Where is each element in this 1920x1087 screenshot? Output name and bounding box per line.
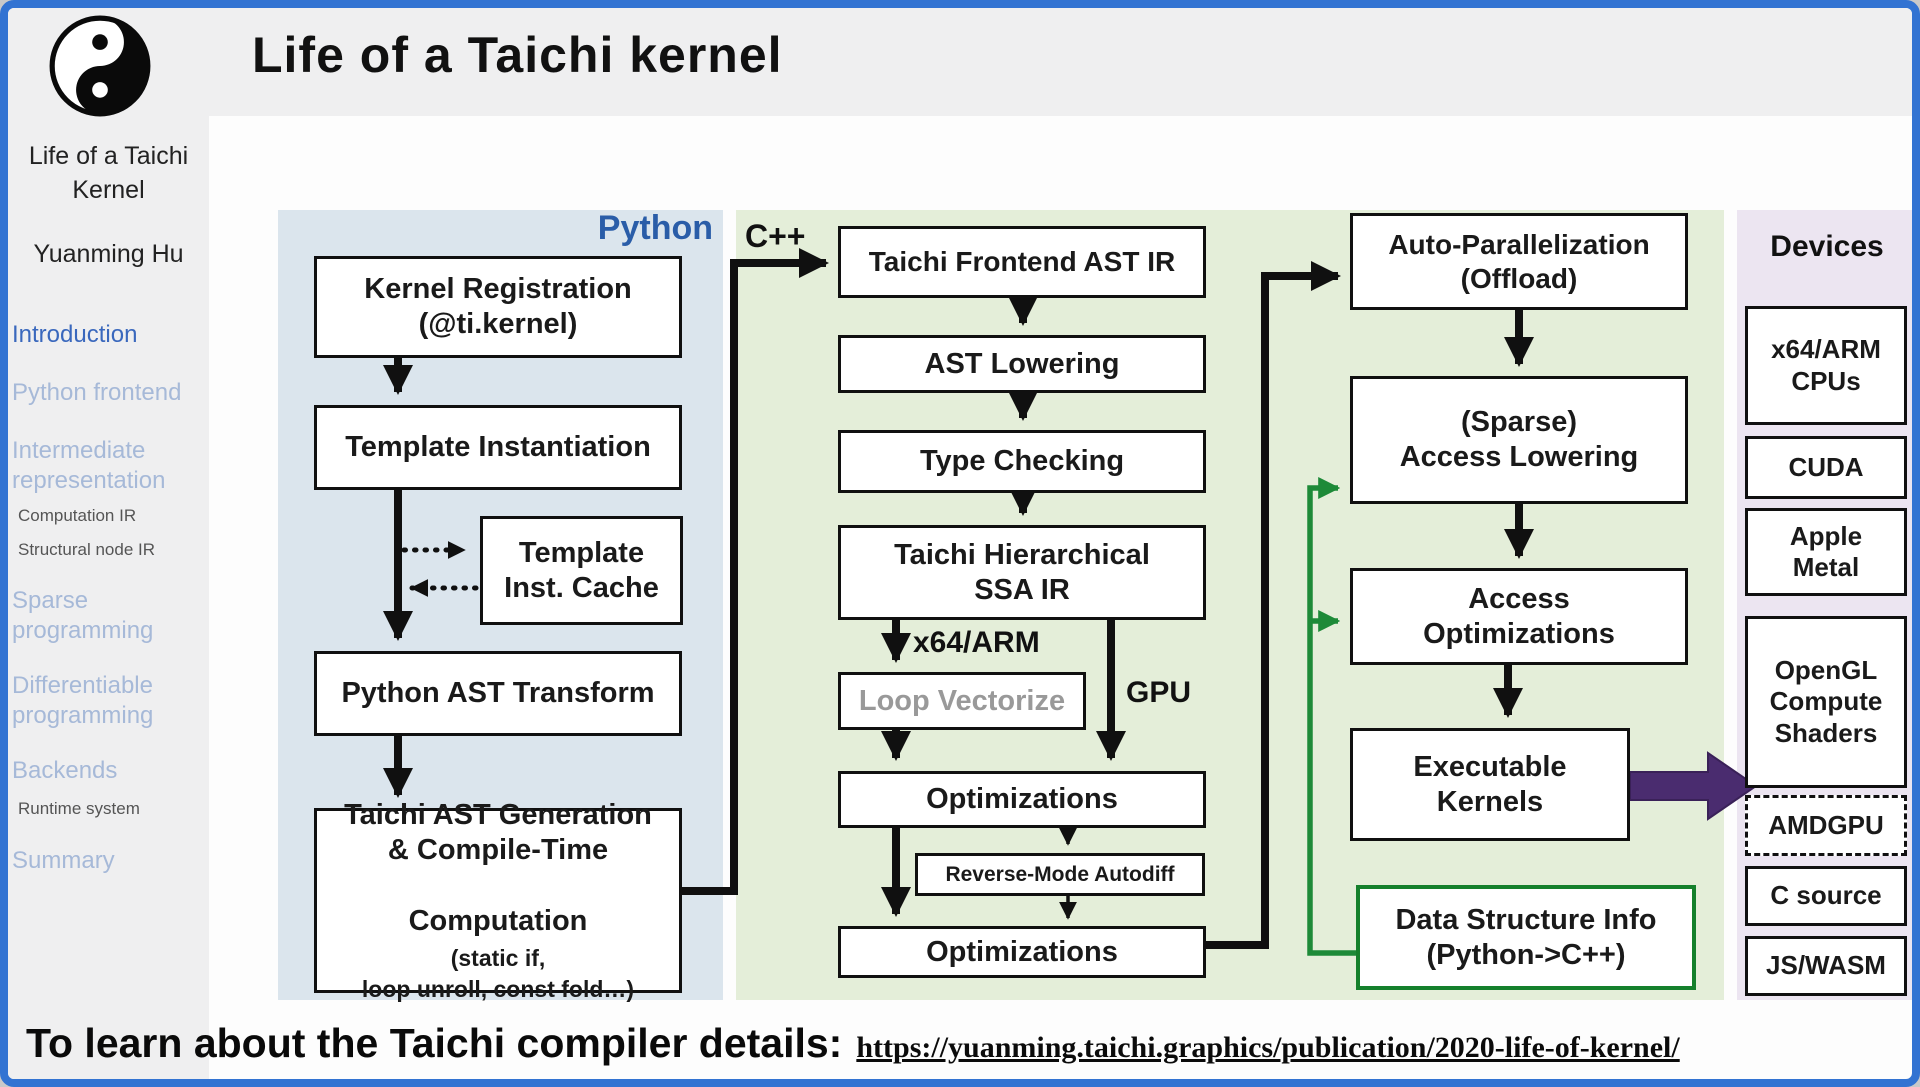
node-taichi-frontend-ast-ir: Taichi Frontend AST IR — [838, 226, 1206, 298]
sidebar-deck-title: Life of a Taichi Kernel — [28, 142, 189, 204]
page-title: Life of a Taichi kernel — [252, 27, 783, 83]
node-taichi-hierarchical-ssa-ir: Taichi Hierarchical SSA IR — [838, 525, 1206, 620]
device-x64-arm-cpus: x64/ARM CPUs — [1745, 306, 1907, 425]
node-taichi-ast-generation: Taichi AST Generation & Compile-Time Com… — [314, 799, 682, 1002]
taichi-ast-generation-mixed-line: Computation (static if, — [409, 869, 588, 975]
taichi-ast-generation-small-line: loop unroll, const fold…) — [361, 975, 635, 1002]
sidebar-item-structural-node-ir[interactable]: Structural node IR — [18, 540, 156, 559]
node-type-checking: Type Checking — [838, 430, 1206, 493]
taichi-ast-generation-mixed-big: Computation — [408, 905, 588, 938]
device-js-wasm: JS/WASM — [1745, 936, 1907, 996]
devices-title: Devices — [1770, 230, 1884, 263]
sidebar-item-summary[interactable]: Summary — [12, 847, 115, 874]
node-optimizations-2: Optimizations — [838, 926, 1206, 978]
sidebar-item-sparse-programming[interactable]: Sparse programming — [12, 587, 154, 644]
node-template-instantiation: Template Instantiation — [314, 405, 682, 490]
node-optimizations-1: Optimizations — [838, 771, 1206, 828]
device-amdgpu: AMDGPU — [1745, 795, 1907, 856]
node-access-optimizations: Access Optimizations — [1350, 568, 1688, 665]
yin-yang-icon — [49, 15, 151, 117]
footer-link[interactable]: https://yuanming.taichi.graphics/publica… — [856, 1031, 1680, 1064]
gpu-branch-label: GPU — [1126, 676, 1192, 709]
node-loop-vectorize: Loop Vectorize — [838, 672, 1086, 730]
device-opengl-compute-shaders: OpenGL Compute Shaders — [1745, 616, 1907, 788]
top-bar — [8, 8, 1912, 116]
sidebar-item-python-frontend[interactable]: Python frontend — [12, 379, 182, 406]
taichi-ast-generation-main-lines: Taichi AST Generation & Compile-Time — [344, 799, 652, 867]
node-template-inst-cache: Template Inst. Cache — [480, 516, 683, 625]
sidebar-author: Yuanming Hu — [33, 240, 184, 268]
sidebar-item-introduction[interactable]: Introduction — [12, 321, 138, 348]
x64-arm-branch-label: x64/ARM — [913, 626, 1040, 659]
taichi-ast-generation-mixed-small: (static if, — [450, 944, 546, 971]
device-c-source: C source — [1745, 866, 1907, 926]
sidebar-item-runtime-system[interactable]: Runtime system — [18, 799, 140, 818]
sidebar — [8, 116, 209, 1079]
node-python-ast-transform: Python AST Transform — [314, 651, 682, 736]
node-data-structure-info: Data Structure Info (Python->C++) — [1356, 885, 1696, 990]
device-cuda: CUDA — [1745, 436, 1907, 499]
node-auto-parallelization: Auto-Parallelization (Offload) — [1350, 213, 1688, 310]
sidebar-item-backends[interactable]: Backends — [12, 757, 118, 784]
sidebar-item-differentiable-programming[interactable]: Differentiable programming — [12, 672, 154, 729]
node-reverse-mode-autodiff: Reverse-Mode Autodiff — [915, 853, 1205, 896]
footer: To learn about the Taichi compiler detai… — [26, 1020, 1910, 1067]
footer-caption: To learn about the Taichi compiler detai… — [26, 1020, 843, 1066]
python-region-label: Python — [597, 209, 713, 247]
sidebar-item-computation-ir[interactable]: Computation IR — [18, 506, 137, 525]
cpp-region-label: C++ — [745, 218, 806, 254]
sidebar-item-intermediate-representation[interactable]: Intermediate representation — [12, 437, 166, 494]
node-kernel-registration: Kernel Registration (@ti.kernel) — [314, 256, 682, 358]
node-ast-lowering: AST Lowering — [838, 335, 1206, 393]
node-sparse-access-lowering: (Sparse) Access Lowering — [1350, 376, 1688, 504]
node-executable-kernels: Executable Kernels — [1350, 728, 1630, 841]
device-apple-metal: Apple Metal — [1745, 508, 1907, 596]
